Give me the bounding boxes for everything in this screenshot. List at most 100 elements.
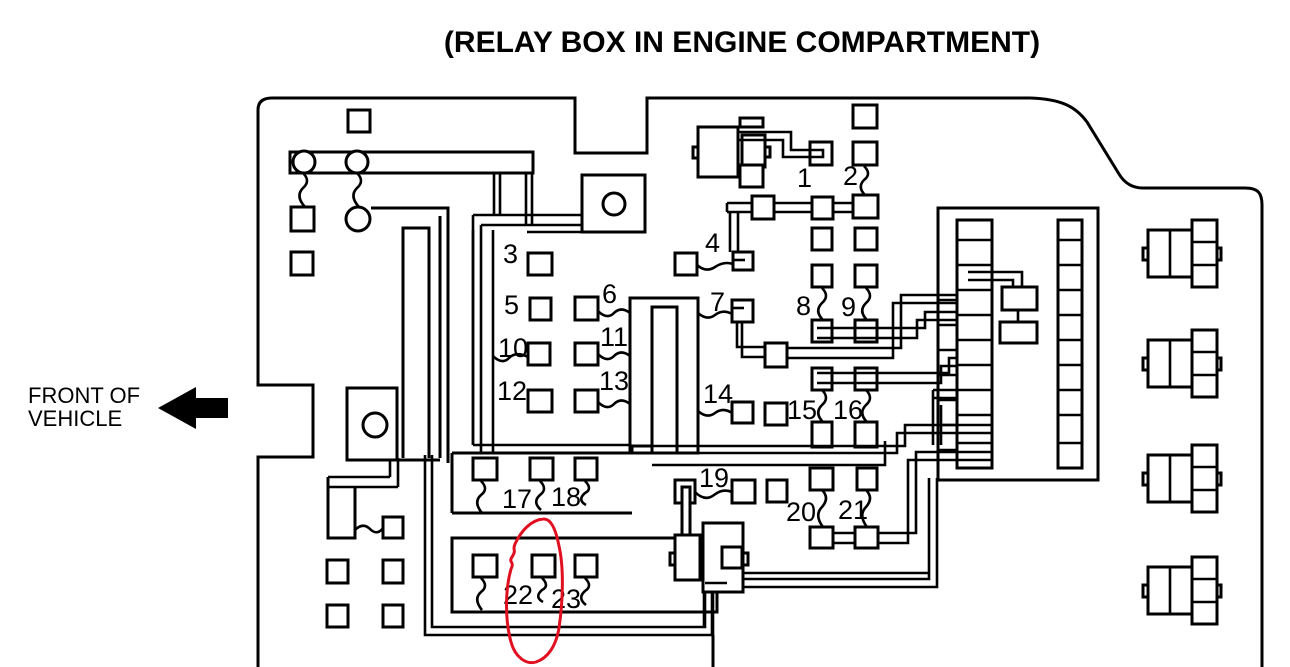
trace-line	[938, 298, 957, 452]
fuse-label-7: 7	[710, 287, 725, 317]
fuse-slot	[573, 388, 600, 414]
side-connector-units	[1141, 218, 1223, 626]
wire-squiggle	[597, 399, 631, 409]
fuse-label-5: 5	[504, 290, 519, 320]
relay-box-outline	[256, 96, 1264, 667]
top-bus-bar	[725, 193, 880, 252]
fuse-label-11: 11	[600, 322, 628, 352]
relay-tab	[741, 551, 750, 567]
fuse-slot	[851, 103, 879, 130]
fuse-slot	[808, 525, 835, 550]
fuse-label-3: 3	[503, 239, 518, 269]
fuse-label-6: 6	[602, 279, 617, 309]
fuse-slot	[810, 195, 835, 221]
pin-ladder-right	[1056, 218, 1084, 470]
wire-squiggle	[298, 172, 309, 208]
center-connector	[628, 296, 700, 455]
left-fuse-grid	[471, 230, 631, 453]
wire-squiggle	[697, 408, 733, 417]
relay-19	[668, 478, 929, 594]
fuse-slot	[289, 205, 316, 233]
bottom-left-fuses	[325, 558, 405, 629]
fuse-label-21: 21	[838, 495, 868, 525]
trace-line	[968, 270, 1024, 322]
fuse-slot	[471, 553, 499, 579]
connector-tab	[1215, 356, 1223, 372]
relay-tab	[763, 145, 772, 159]
terminal-bracket	[810, 148, 825, 159]
relay-tab	[691, 145, 700, 160]
trace-line	[787, 293, 957, 360]
fuse-slot	[573, 456, 599, 482]
mounting-hole	[601, 191, 627, 217]
wire-squiggle	[816, 489, 828, 528]
connector-tab	[1215, 583, 1223, 599]
relay-body	[696, 125, 740, 179]
wire-squiggle	[597, 351, 631, 361]
connector-tab	[1215, 471, 1223, 487]
fuse-slot	[526, 341, 552, 367]
fuse-slot	[763, 341, 789, 369]
fuse-slot	[853, 226, 879, 252]
fuse-slot	[471, 456, 499, 482]
fuse-number-labels: 1 2 3 4 5 6 7 8 9 10 11 12 13 14 15 16 1…	[497, 161, 868, 614]
fuse-slot	[810, 263, 834, 289]
trace-line	[328, 458, 400, 489]
side-connector	[1141, 555, 1223, 626]
terminal-circle	[291, 149, 317, 175]
terminal-circle	[344, 149, 370, 175]
fuse-slot	[853, 366, 879, 392]
fuse-slot	[530, 553, 557, 579]
connector-tab	[1215, 246, 1223, 262]
connector-tab	[1141, 246, 1150, 262]
wire-squiggle	[534, 480, 546, 511]
wire-squiggle	[354, 524, 385, 534]
trace-line	[471, 230, 495, 453]
section-17-18	[450, 444, 652, 515]
connector-tab	[1141, 356, 1150, 372]
fuse-label-12: 12	[497, 376, 527, 406]
pin-ladder-right-cells	[1058, 238, 1082, 445]
fuse-slot	[810, 366, 834, 392]
side-connector	[1141, 328, 1223, 399]
connector-block	[936, 206, 1100, 482]
wire-squiggle	[860, 389, 872, 423]
wire-squiggle	[536, 577, 548, 604]
connector-body	[1190, 328, 1219, 399]
wire-squiggle	[816, 389, 828, 423]
wire-squiggle	[475, 577, 487, 611]
fuse-slot	[765, 478, 789, 504]
connector-tab	[1141, 471, 1150, 487]
fuse-label-2: 2	[843, 161, 858, 191]
fuse-slot	[381, 515, 405, 540]
connector-divider	[1192, 577, 1217, 604]
fuse-slot	[810, 420, 834, 449]
fuse-label-10: 10	[498, 333, 528, 363]
fuse-slot	[573, 553, 599, 579]
terminal-bracket	[730, 298, 755, 324]
fuse-slot	[381, 603, 405, 629]
wire-squiggle	[492, 352, 529, 363]
wire-squiggle	[352, 172, 363, 208]
fuse-2-column	[851, 103, 879, 196]
wire-squiggle	[475, 480, 487, 514]
fuse-slot	[381, 558, 405, 585]
row-20-21	[808, 466, 880, 550]
wire-squiggle	[579, 577, 591, 607]
wire-squiggle	[694, 489, 733, 500]
diagram-title: (RELAY BOX IN ENGINE COMPARTMENT)	[444, 26, 1040, 59]
fuse-slot	[673, 251, 699, 277]
highlight-circle-22	[505, 517, 564, 665]
fuse-slot	[750, 194, 776, 221]
fuse-slot	[573, 341, 600, 367]
front-direction-arrow-icon	[158, 387, 228, 429]
terminal-bracket	[851, 193, 880, 220]
fuse-label-20: 20	[786, 497, 816, 527]
side-connector	[1141, 443, 1223, 514]
fuse-slot	[810, 226, 834, 252]
fuse-label-18: 18	[551, 482, 581, 512]
row-4-7-14	[673, 250, 789, 427]
fuse-slot	[730, 400, 755, 425]
fuse-slot	[853, 318, 879, 344]
